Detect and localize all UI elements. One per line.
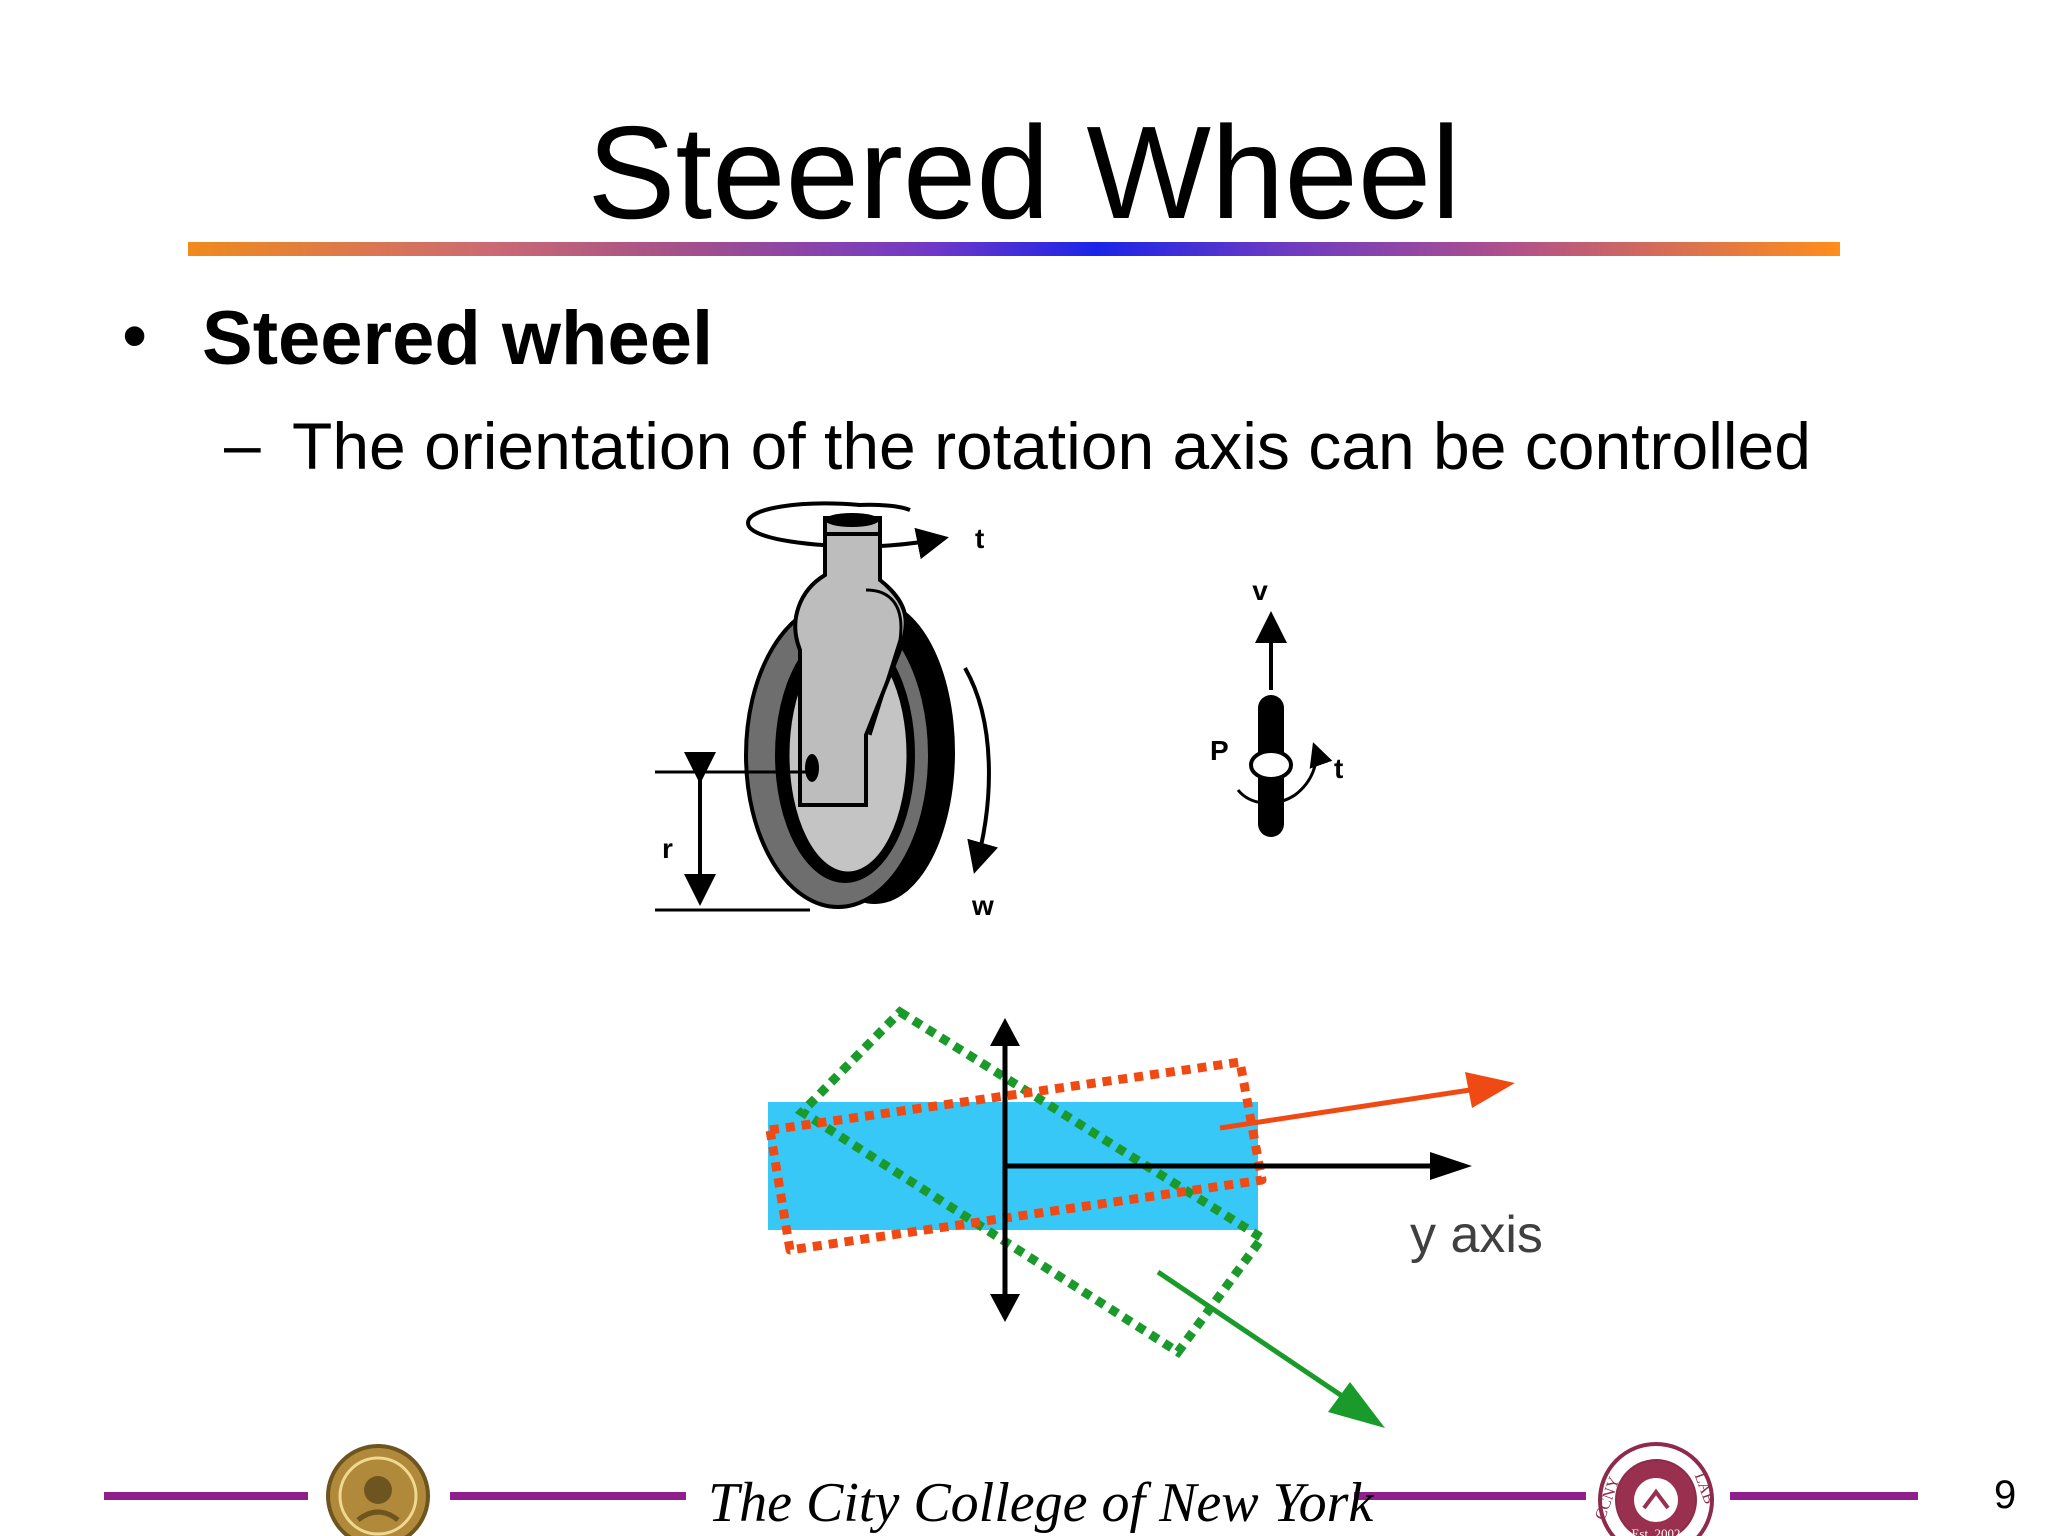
red-direction-arrowhead [1465, 1072, 1515, 1108]
ccny-seal-logo [326, 1444, 430, 1536]
label-t: t [975, 523, 984, 554]
green-rotated-outline [794, 1006, 1269, 1359]
fork-edge [865, 588, 903, 736]
label-p: P [1210, 735, 1229, 766]
sub-bullet-marker: – [224, 407, 261, 481]
footer-rule-2 [450, 1492, 686, 1500]
vertical-axis-arrow-down [990, 1294, 1020, 1322]
footer-rule-4 [1730, 1492, 1918, 1500]
lab-seal-logo: CCNY LAB Est. 2002 [1592, 1442, 1718, 1536]
steer-rotation-arrow-back [857, 502, 911, 512]
green-direction-arrowhead [1328, 1382, 1385, 1428]
axis-rotation-figure: y axis [765, 1006, 1543, 1428]
sub-bullet-text: The orientation of the rotation axis can… [292, 409, 1811, 483]
label-v: v [1252, 575, 1268, 606]
label-r: r [662, 833, 673, 864]
y-axis-arrow [1430, 1152, 1472, 1180]
label-w: w [971, 890, 994, 921]
footer-institution: The City College of New York [708, 1472, 1374, 1534]
steer-rotation-arrow-top [1236, 742, 1333, 805]
bullet-marker: • [122, 296, 148, 376]
lab-seal-bottom-text: Est. 2002 [1631, 1526, 1680, 1536]
footer-rule-3 [1354, 1492, 1586, 1500]
y-axis-label: y axis [1410, 1206, 1543, 1264]
steer-rotation-arrow [745, 501, 949, 560]
page-number: 9 [1994, 1473, 2017, 1517]
red-direction-line [1219, 1087, 1471, 1131]
caster-wheel-figure: t r w [655, 501, 999, 921]
wheel-axle [805, 754, 819, 782]
label-t-top: t [1334, 753, 1343, 784]
red-rotated-outline [765, 1057, 1267, 1255]
wheel-spin-arrow [963, 667, 999, 874]
title-underline [188, 242, 1840, 256]
bullet-heading: Steered wheel [202, 296, 714, 381]
footer-rule-1 [104, 1492, 308, 1500]
contact-point-p [1249, 749, 1293, 781]
vertical-axis-arrow-up [990, 1018, 1020, 1046]
top-view-figure: v P t [1210, 575, 1343, 837]
green-direction-line [1156, 1269, 1350, 1403]
slide-title: Steered Wheel [587, 99, 1461, 246]
stem-top [825, 513, 879, 527]
